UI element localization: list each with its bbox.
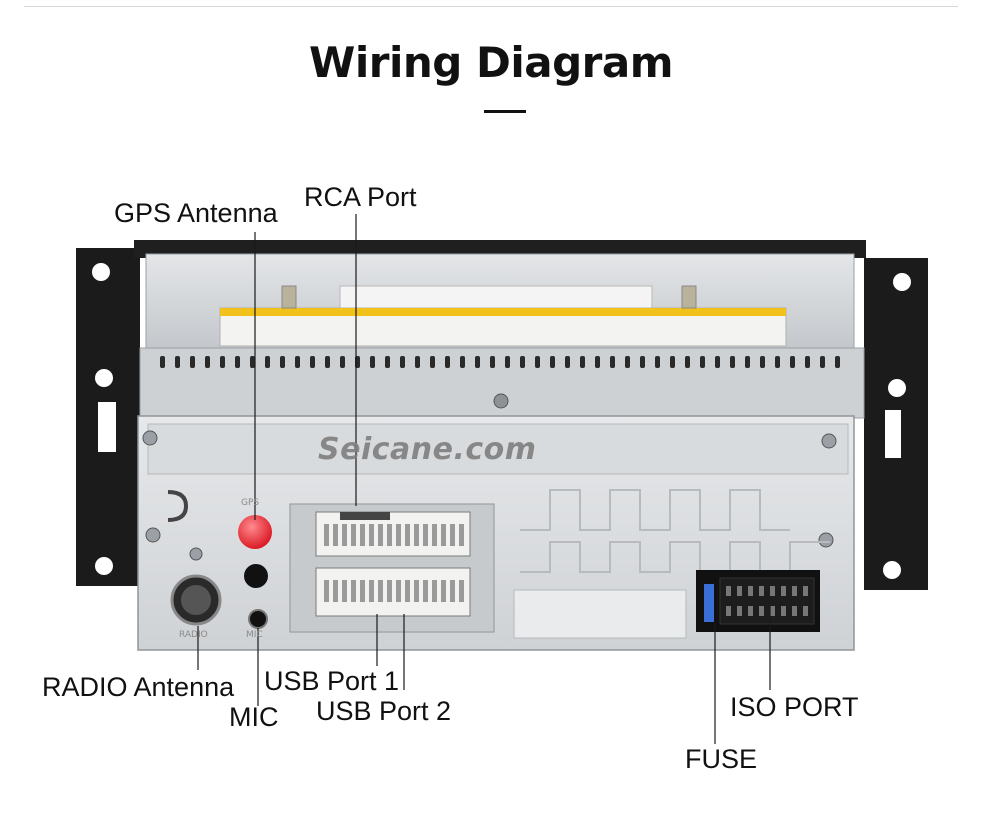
radio-panel-label: RADIO — [179, 630, 208, 640]
label-rca-port: RCA Port — [304, 182, 417, 212]
page-title: Wiring Diagram — [309, 38, 673, 87]
gps-panel-label: GPS — [241, 498, 260, 508]
left-mounting-bracket — [76, 248, 140, 586]
label-usb-port-1: USB Port 1 — [264, 666, 400, 696]
mic-socket — [244, 564, 268, 629]
label-fuse: FUSE — [685, 744, 758, 774]
mic-panel-label: MIC — [246, 630, 263, 640]
label-radio-antenna: RADIO Antenna — [42, 672, 235, 702]
right-mounting-bracket — [864, 258, 928, 590]
top-chassis — [134, 240, 866, 419]
label-iso-port: ISO PORT — [730, 692, 859, 722]
iso-port — [696, 570, 820, 632]
leader-lines — [197, 214, 771, 744]
top-divider — [24, 6, 958, 7]
connector-block — [289, 503, 495, 633]
title-underline — [484, 110, 526, 113]
label-gps-antenna: GPS Antenna — [114, 198, 278, 228]
gps-connector — [238, 515, 272, 549]
label-mic: MIC — [229, 702, 279, 732]
watermark: Seicane.com — [318, 432, 537, 467]
radio-antenna-socket — [170, 574, 222, 626]
label-usb-port-2: USB Port 2 — [316, 696, 452, 726]
